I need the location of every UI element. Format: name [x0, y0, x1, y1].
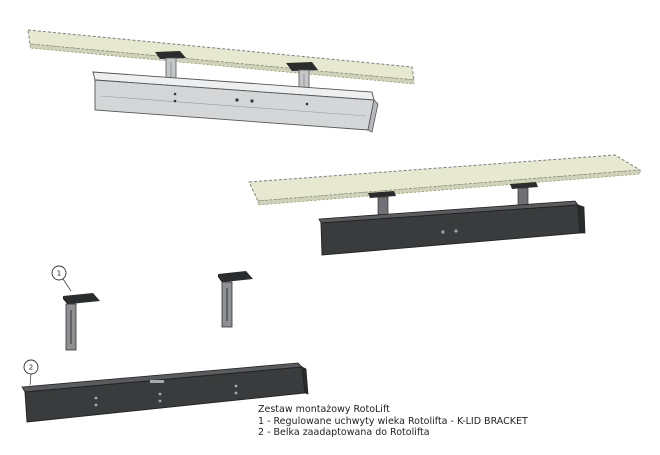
beam-dark [318, 200, 586, 256]
callout-1: 1 [51, 265, 72, 292]
lid-panel-top-edge [29, 43, 415, 85]
adapted-beam [21, 362, 309, 423]
callout-2-number: 2 [29, 364, 33, 372]
legend-title: Zestaw montażowy RotoLift [258, 404, 390, 415]
callout-2: 2 [23, 359, 39, 386]
beam-silver [92, 71, 379, 133]
parts-legend: Zestaw montażowy RotoLift 1 - Regulowane… [258, 404, 528, 439]
assembly-middle-dark [248, 154, 642, 256]
legend-item-2: 2 - Belka zaadaptowana do Rotolifta [258, 427, 430, 438]
legend-item-1: 1 - Regulowane uchwyty wieka Rotolifta -… [258, 415, 528, 427]
lid-panel-middle-edge [257, 169, 641, 206]
callout-1-number: 1 [57, 270, 61, 278]
beam-dark-bracket-left [368, 191, 396, 218]
lid-panel-top [27, 29, 415, 81]
assembly-top-silver [27, 29, 415, 133]
beam-dark-bracket-right [510, 182, 538, 207]
k-lid-bracket-right [218, 271, 253, 328]
k-lid-bracket-left [63, 293, 100, 351]
